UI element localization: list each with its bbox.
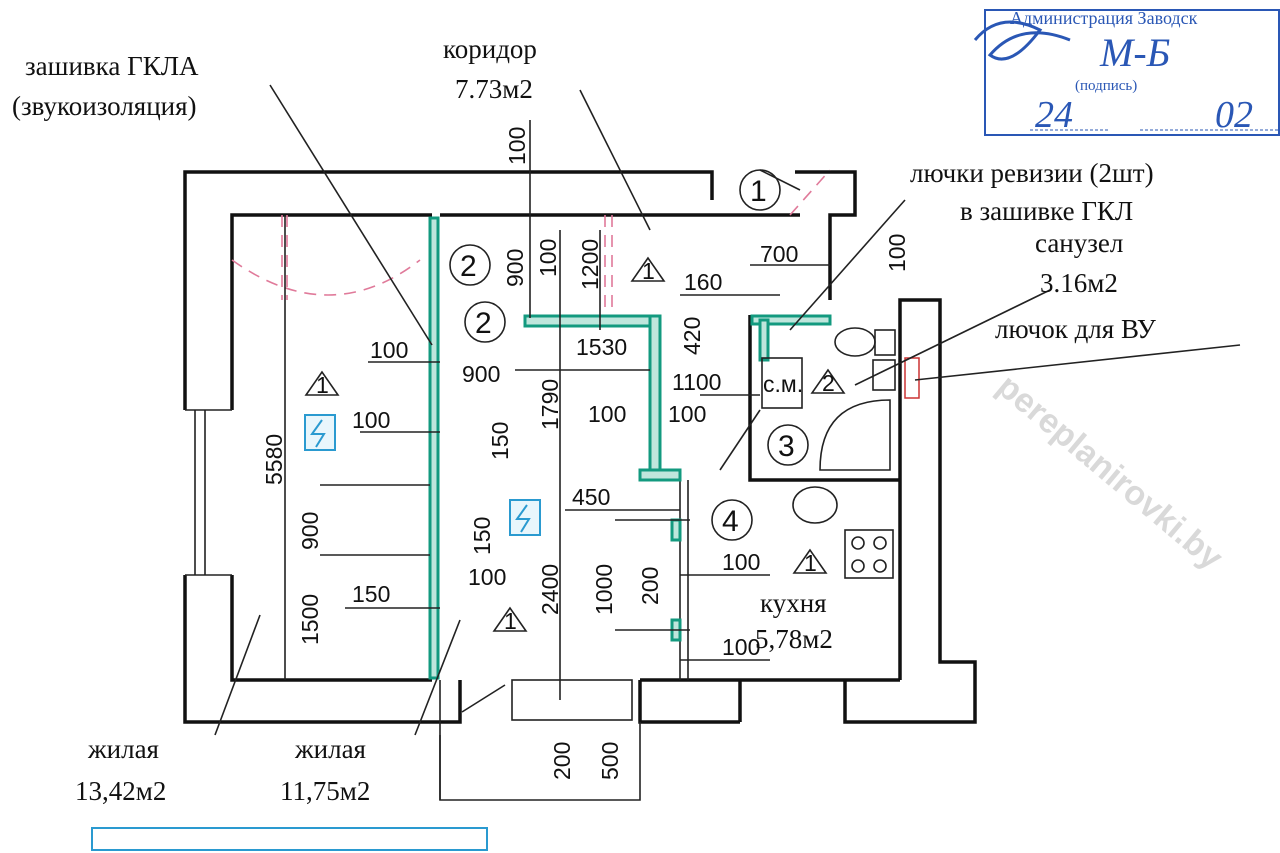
electric-panel-icon bbox=[304, 414, 336, 451]
dim-label: 1790 bbox=[537, 379, 563, 430]
dimension-labels: 100 900 100 1200 160 700 100 420 100 153… bbox=[261, 127, 910, 780]
dim-label: 5580 bbox=[261, 434, 287, 485]
triangle-markers: 1 1 1 1 2 bbox=[304, 256, 846, 634]
dim-label: 1100 bbox=[672, 369, 721, 395]
marker-2: 2 bbox=[460, 250, 477, 283]
living-room-2-area: 11,75м2 bbox=[280, 776, 370, 806]
sink-icon bbox=[872, 359, 896, 391]
approval-stamp: Администрация Заводск (подпись) М-Б 24 0… bbox=[973, 8, 1280, 136]
dim-label: 900 bbox=[502, 249, 528, 287]
dim-label: 200 bbox=[549, 742, 575, 780]
walls bbox=[183, 170, 977, 801]
bathtub-icon bbox=[819, 399, 891, 471]
dim-label: 160 bbox=[684, 269, 722, 295]
dim-label: 700 bbox=[760, 241, 798, 267]
dim-label: 150 bbox=[352, 581, 390, 607]
living-room-2-name: жилая bbox=[294, 734, 366, 764]
dim-label: 1000 bbox=[591, 564, 617, 615]
watermark: pereplanirovki.by bbox=[990, 367, 1230, 577]
sound-insulation-note: (звукоизоляция) bbox=[12, 91, 197, 121]
dim-label: 100 bbox=[668, 401, 706, 427]
dim-label: 100 bbox=[722, 634, 760, 660]
dim-label: 200 bbox=[637, 567, 663, 605]
sound-insulation-label: зашивка ГКЛА bbox=[25, 51, 199, 81]
dim-label: 1200 bbox=[577, 239, 603, 290]
hatches-note: в зашивке ГКЛ bbox=[960, 196, 1133, 226]
corridor-area: 7.73м2 bbox=[455, 74, 533, 104]
circle-markers: 1 2 2 3 4 bbox=[449, 169, 809, 541]
stamp-month: 02 bbox=[1215, 94, 1253, 136]
bathroom-name: санузел bbox=[1035, 228, 1123, 258]
stamp-day: 24 bbox=[1035, 94, 1073, 136]
water-meter-hatch-label: лючок для ВУ bbox=[995, 314, 1157, 344]
dimension-lines bbox=[214, 84, 1241, 800]
dim-label: 420 bbox=[679, 317, 705, 355]
dim-label: 100 bbox=[588, 401, 626, 427]
dim-label: 100 bbox=[370, 337, 408, 363]
living-room-1-name: жилая bbox=[87, 734, 159, 764]
dim-label: 500 bbox=[597, 742, 623, 780]
marker-4: 4 bbox=[722, 505, 739, 538]
dim-label: 100 bbox=[468, 564, 506, 590]
water-meter-hatch bbox=[904, 357, 920, 399]
bottom-frame bbox=[91, 827, 488, 851]
stamp-caption: (подпись) bbox=[1075, 78, 1137, 94]
dim-label: 1530 bbox=[576, 334, 627, 360]
dim-label: 100 bbox=[722, 549, 760, 575]
triangle-label: 1 bbox=[642, 258, 655, 284]
signature: М-Б bbox=[1099, 30, 1170, 75]
corridor-name: коридор bbox=[443, 34, 537, 64]
toilet-label: с.м. bbox=[763, 371, 803, 397]
room-labels: зашивка ГКЛА (звукоизоляция) коридор 7.7… bbox=[12, 34, 1157, 806]
kitchen-area: 5,78м2 bbox=[755, 624, 833, 654]
hatches-label: лючки ревизии (2шт) bbox=[910, 158, 1154, 188]
toilet-box bbox=[761, 357, 803, 409]
triangle-label: 1 bbox=[316, 372, 329, 398]
triangle-label: 1 bbox=[504, 608, 517, 634]
marker-2: 2 bbox=[475, 307, 492, 340]
dim-label: 1500 bbox=[297, 594, 323, 645]
dim-label: 100 bbox=[535, 239, 561, 277]
triangle-label: 2 bbox=[822, 370, 835, 396]
marker-3: 3 bbox=[778, 430, 795, 463]
fixtures: с.м. bbox=[304, 327, 920, 579]
dim-label: 100 bbox=[884, 234, 910, 272]
triangle-label: 1 bbox=[804, 550, 817, 576]
dim-label: 900 bbox=[297, 512, 323, 550]
dim-label: 150 bbox=[487, 422, 513, 460]
dim-label: 2400 bbox=[537, 564, 563, 615]
stove-icon bbox=[844, 529, 894, 579]
stamp-header: Администрация Заводск bbox=[1010, 8, 1198, 28]
toilet-icon bbox=[834, 327, 876, 357]
living-room-1-area: 13,42м2 bbox=[75, 776, 166, 806]
marker-1: 1 bbox=[750, 175, 767, 208]
dim-label: 100 bbox=[352, 407, 390, 433]
dim-label: 450 bbox=[572, 484, 610, 510]
kitchen-name: кухня bbox=[760, 588, 827, 618]
dim-label: 900 bbox=[462, 361, 500, 387]
kitchen-sink-icon bbox=[792, 486, 838, 524]
bathroom-area: 3.16м2 bbox=[1040, 268, 1118, 298]
demolished-walls bbox=[231, 169, 831, 318]
electric-panel-icon bbox=[509, 499, 541, 536]
dim-label: 100 bbox=[504, 127, 530, 165]
dim-label: 150 bbox=[469, 517, 495, 555]
watermarks: pereplanirovki.by bbox=[990, 367, 1230, 577]
